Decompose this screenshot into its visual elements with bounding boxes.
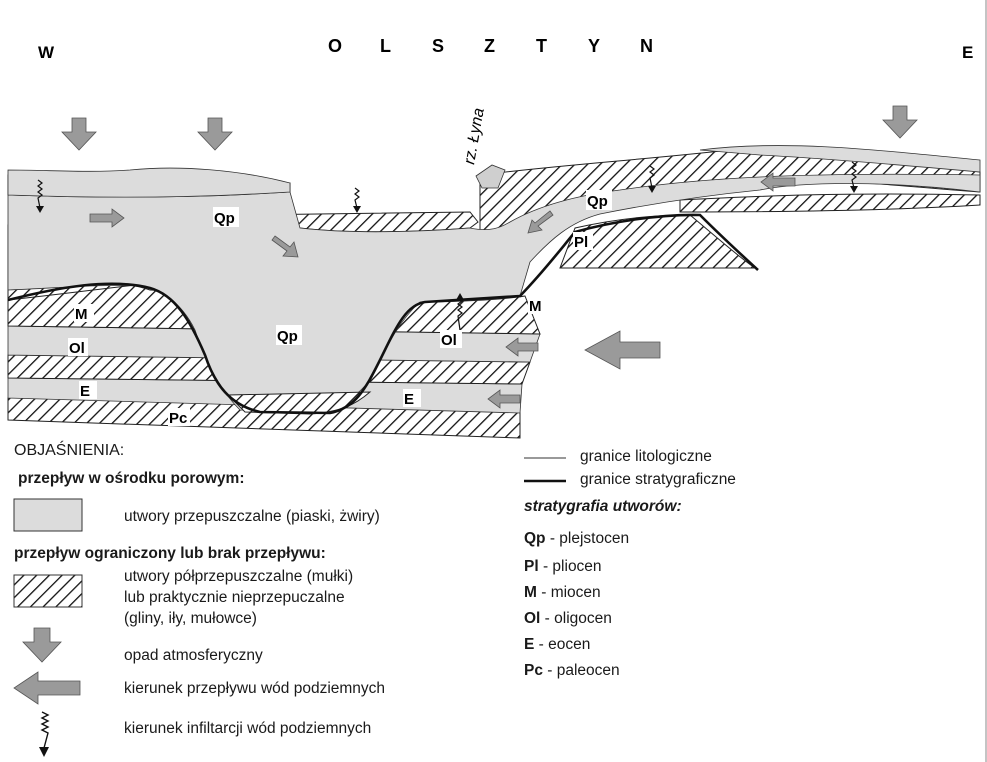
city-letter-o: O — [328, 36, 342, 56]
legend-flow-text: kierunek przepływu wód podziemnych — [124, 680, 385, 698]
label-pc: Pc — [169, 410, 187, 427]
layer-hatch-right-lower — [680, 194, 980, 212]
city-letter-z: Z — [484, 36, 495, 56]
strat-name-qp: - plejstocen — [546, 530, 630, 547]
legend-semipermeable-3: (gliny, iły, mułowce) — [124, 610, 257, 628]
flow-arrow-big — [585, 331, 660, 369]
strat-item-e: E - eocen — [524, 636, 590, 654]
precip-arrow-2 — [198, 118, 232, 150]
legend-precipitation-text: opad atmosferyczny — [124, 647, 263, 665]
precipitation-arrows — [62, 106, 917, 150]
east-label: E — [962, 43, 973, 62]
strat-name-e: - eocen — [534, 636, 590, 653]
label-ol-right: Ol — [441, 332, 457, 349]
strat-code-m: M — [524, 584, 537, 601]
legend-infiltration-line — [42, 712, 48, 748]
strat-code-ol: Ol — [524, 610, 540, 627]
legend-infiltration-head — [39, 747, 49, 757]
city-letter-n: N — [640, 36, 653, 56]
legend-semipermeable-2: lub praktycznie nieprzepuczalne — [124, 589, 345, 607]
label-ol-left: Ol — [69, 340, 85, 357]
precip-arrow-1 — [62, 118, 96, 150]
strat-code-e: E — [524, 636, 534, 653]
label-qp-upper-right: Qp — [587, 193, 608, 210]
city-letter-s: S — [432, 36, 444, 56]
infiltration-head-4 — [850, 186, 858, 193]
city-letter-y: Y — [588, 36, 600, 56]
west-label: W — [38, 43, 55, 62]
label-qp-center: Qp — [277, 328, 298, 345]
strat-code-pl: Pl — [524, 558, 539, 575]
legend-precipitation-arrow — [23, 628, 61, 662]
legend-hatch-swatch — [14, 575, 82, 607]
strat-name-pc: - paleocen — [543, 662, 620, 679]
legend-limited-heading: przepływ ograniczony lub brak przepływu: — [14, 545, 326, 563]
strat-item-m: M - miocen — [524, 584, 601, 602]
legend-infiltration-text: kierunek infiltarcji wód podziemnych — [124, 720, 371, 738]
legend-flow-arrow — [14, 672, 80, 704]
legend-strat-heading: stratygrafia utworów: — [524, 498, 682, 516]
strat-name-m: - miocen — [537, 584, 601, 601]
label-pl: Pl — [574, 234, 588, 251]
legend-semipermeable-1: utwory półprzepuszczalne (mułki) — [124, 568, 353, 586]
strat-item-qp: Qp - plejstocen — [524, 530, 629, 548]
infiltration-2 — [355, 188, 359, 208]
legend-litho-text: granice litologiczne — [580, 448, 712, 466]
strat-code-pc: Pc — [524, 662, 543, 679]
strat-item-pl: Pl - pliocen — [524, 558, 602, 576]
strat-name-ol: - oligocen — [540, 610, 612, 627]
city-letter-l: L — [380, 36, 391, 56]
strat-name-pl: - pliocen — [539, 558, 602, 575]
legend-permeable-text: utwory przepuszczalne (piaski, żwiry) — [124, 508, 380, 526]
city-letter-t: T — [536, 36, 547, 56]
label-e-left: E — [80, 383, 90, 400]
layer-qp-upper-left — [8, 168, 290, 197]
river-label: rz. Łyna — [461, 107, 488, 166]
city-name: O L S Z T Y N — [328, 36, 653, 56]
legend-porous-heading: przepływ w ośrodku porowym: — [18, 470, 245, 488]
label-m-left: M — [75, 306, 88, 323]
label-e-right: E — [404, 391, 414, 408]
legend-heading: OBJAŚNIENIA: — [14, 442, 124, 460]
infiltration-head-2 — [353, 206, 361, 213]
legend-permeable-swatch — [14, 499, 82, 531]
label-m-right: M — [529, 298, 542, 315]
strat-item-ol: Ol - oligocen — [524, 610, 612, 628]
strat-item-pc: Pc - paleocen — [524, 662, 620, 680]
precip-arrow-3 — [883, 106, 917, 138]
label-qp-upper-left: Qp — [214, 210, 235, 227]
legend-strat-text: granice stratygraficzne — [580, 471, 736, 489]
strat-code-qp: Qp — [524, 530, 546, 547]
